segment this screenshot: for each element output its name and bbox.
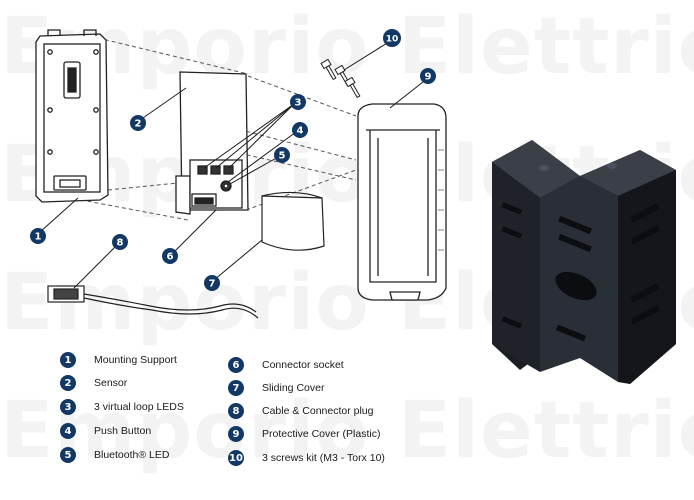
angle-bracket-photo <box>492 140 676 384</box>
callout-10: 10 <box>383 29 401 47</box>
leader-lines <box>39 39 429 289</box>
callout-8: 8 <box>112 234 128 250</box>
svg-text:7: 7 <box>209 279 216 290</box>
callout-5: 5 <box>274 147 290 163</box>
sliding-cover-part <box>261 191 325 251</box>
svg-text:2: 2 <box>135 119 142 130</box>
sensor-part <box>175 71 249 215</box>
svg-text:5: 5 <box>279 151 286 162</box>
cable-connector-part <box>47 285 259 319</box>
callout-1: 1 <box>30 228 46 244</box>
svg-text:1: 1 <box>35 232 42 243</box>
svg-text:6: 6 <box>167 252 174 263</box>
svg-text:10: 10 <box>386 35 399 45</box>
watermark-text: Emporio Elettrico <box>0 2 694 92</box>
mounting-support-part <box>35 29 109 203</box>
svg-text:9: 9 <box>425 72 432 83</box>
screws-kit-part <box>320 58 361 99</box>
callout-4: 4 <box>292 122 308 138</box>
callout-6: 6 <box>162 248 178 264</box>
callout-3: 3 <box>290 94 306 110</box>
callout-9: 9 <box>420 68 436 84</box>
callout-2: 2 <box>130 115 146 131</box>
svg-text:4: 4 <box>297 126 304 137</box>
svg-text:3: 3 <box>295 98 302 109</box>
svg-text:8: 8 <box>117 238 124 249</box>
watermark-text: Emporio Elettrico <box>0 386 694 476</box>
callout-7: 7 <box>204 275 220 291</box>
protective-cover-part <box>357 103 447 301</box>
callout-badges: 1 2 3 4 5 6 7 8 9 10 <box>30 29 436 291</box>
